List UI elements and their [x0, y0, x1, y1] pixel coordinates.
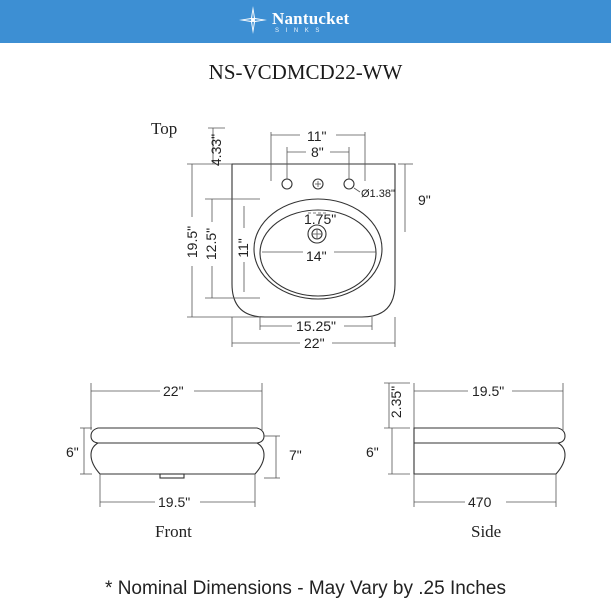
front-view-label: Front: [155, 522, 192, 541]
dim-deck-depth: 4.33": [208, 134, 224, 166]
dim-faucet-spread-outer: 11": [307, 128, 327, 144]
side-view-outline: [413, 427, 566, 475]
front-drain: [159, 473, 185, 479]
bowl-outer: [253, 198, 383, 300]
dim-bowl-width: 14": [306, 248, 327, 264]
faucet-hole-right: [343, 178, 355, 190]
dim-front-height-left: 6": [66, 444, 79, 460]
dim-side-height: 6": [366, 444, 379, 460]
dim-front-bottom-width: 19.5": [158, 494, 190, 510]
dim-hole-to-bowl: 9": [418, 192, 431, 208]
drain: [307, 224, 327, 244]
header-banner: Nantucket SINKS: [0, 0, 611, 43]
dim-front-top-width: 22": [163, 383, 184, 399]
bowl-inner: [259, 209, 377, 297]
compass-rose-icon: [239, 6, 267, 34]
dim-front-height-right: 7": [289, 447, 302, 463]
faucet-hole-center: [312, 178, 324, 190]
dim-bowl-length: 11": [235, 238, 251, 258]
dim-drain: 1.75": [304, 211, 336, 227]
dim-faucet-spread-inner: 8": [311, 144, 324, 160]
brand-subtitle: SINKS: [275, 28, 327, 34]
dim-bowl-depth: 12.5": [203, 228, 219, 260]
dim-inner-width: 15.25": [296, 318, 336, 334]
dim-overall-width: 22": [304, 335, 325, 351]
top-view-label: Top: [151, 119, 177, 138]
dim-side-top-depth: 19.5": [472, 383, 504, 399]
faucet-hole-left: [281, 178, 293, 190]
dim-hole-diameter: Ø1.38": [361, 188, 395, 200]
dim-overall-depth: 19.5": [184, 226, 200, 258]
side-view-label: Side: [471, 522, 501, 541]
dim-side-deck-height: 2.35": [388, 386, 404, 418]
brand-name: Nantucket: [272, 9, 350, 28]
footnote: * Nominal Dimensions - May Vary by .25 I…: [105, 578, 506, 599]
model-number: NS-VCDMCD22-WW: [208, 60, 403, 84]
dim-side-bottom-depth: 470: [468, 494, 492, 510]
top-view-outline: [231, 163, 396, 318]
front-view-outline: [90, 427, 265, 475]
